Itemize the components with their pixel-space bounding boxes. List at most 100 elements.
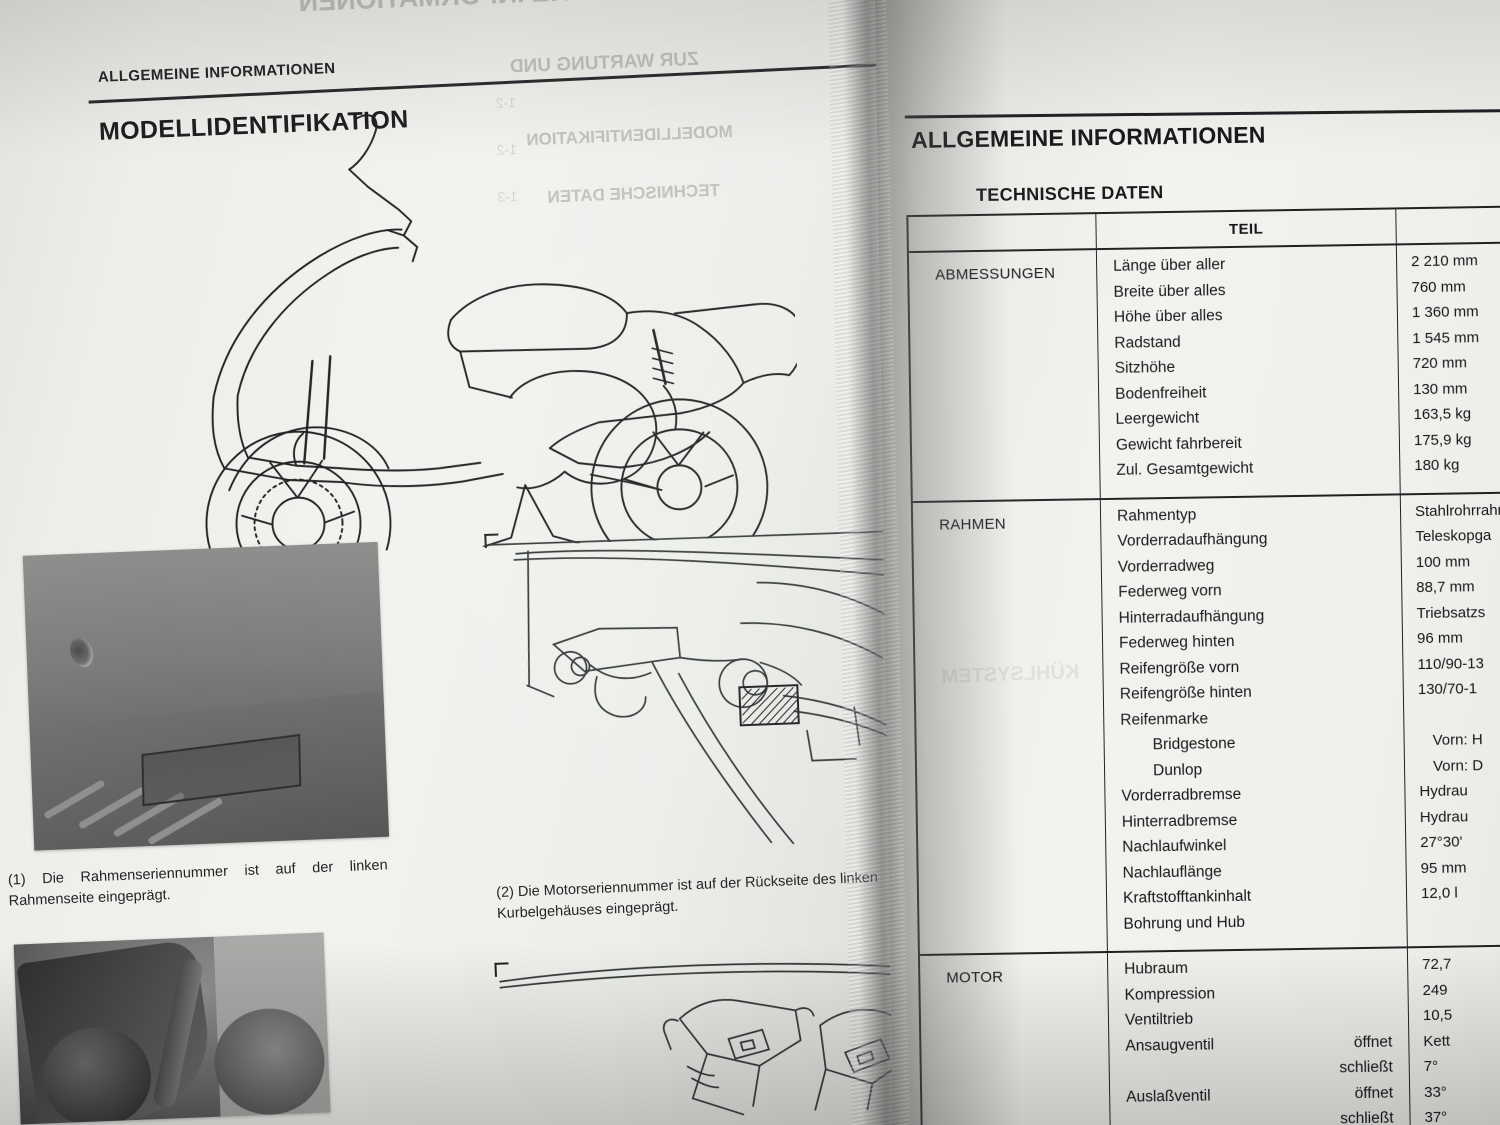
table-item-label: Hinterradaufhängung: [1118, 607, 1265, 627]
table-item-label: Reifenmarke: [1120, 709, 1209, 729]
table-item-label: Kraftstofftankinhalt: [1122, 887, 1252, 907]
table-item-label: Auslaßventil: [1126, 1086, 1211, 1106]
table-row: Bohrung und Hub: [1107, 911, 1406, 941]
table-item-label: Bridgestone: [1152, 735, 1236, 754]
table-value: 180 kg: [1414, 456, 1460, 475]
table-item-label: Kompression: [1124, 984, 1216, 1004]
scooter-line-drawing: [205, 114, 804, 561]
table-group-values: 2 210 mm 760 mm 1 360 mm 1 545 mm 720 mm 130 …: [1397, 243, 1500, 493]
table-value: Kett: [1423, 1032, 1451, 1050]
table-item-label: Hinterradbremse: [1121, 811, 1238, 831]
table-value: 760 mm: [1411, 277, 1466, 296]
table-value: Vorn: H: [1432, 731, 1483, 749]
table-value: Hydrau: [1419, 782, 1468, 801]
table-item-label: Länge über aller: [1113, 256, 1226, 275]
table-item-label: Nachlauflänge: [1122, 862, 1222, 882]
left-page: 1. ALLGEMEINE INFORMATIONEN ZUR WARTUNG …: [0, 0, 932, 1125]
left-page-header: ALLGEMEINE INFORMATIONEN: [97, 59, 336, 86]
table-item-label: Rahmentyp: [1116, 506, 1197, 525]
table-value: 1 545 mm: [1412, 328, 1480, 347]
table-value: 720 mm: [1412, 354, 1468, 373]
table-group-category: MOTOR: [919, 953, 1114, 1125]
table-item-label: Nachlaufwinkel: [1122, 837, 1227, 856]
table-value: 33°: [1424, 1083, 1447, 1101]
table-item-label: Federweg vorn: [1118, 582, 1222, 601]
table-value: 88,7 mm: [1416, 578, 1475, 597]
caption-engine-serial: (2) Die Motorseriennummer ist auf der Rü…: [495, 869, 879, 922]
table-value: 163,5 kg: [1413, 405, 1472, 424]
header-item-cell: TEIL: [1096, 209, 1397, 249]
table-value: 100 mm: [1415, 552, 1471, 571]
header-item-label: TEIL: [1228, 220, 1264, 238]
table-item-sublabel: schließt: [1340, 1109, 1394, 1125]
table-group-category: RAHMEN: [912, 499, 1108, 954]
table-item-label: Reifengröße vorn: [1119, 658, 1240, 678]
table-value: 130/70-1: [1417, 680, 1478, 699]
table-item-label: Vorderradweg: [1117, 556, 1215, 576]
table-group-category: ABMESSUNGEN: [908, 250, 1101, 501]
table-value: Vorn: D: [1432, 756, 1484, 775]
table-item-label: Bodenfreiheit: [1115, 383, 1207, 403]
table-value: 27°30': [1420, 833, 1463, 852]
table-item-label: Ansaugventil: [1125, 1035, 1215, 1055]
table-item-label: Federweg hinten: [1118, 633, 1235, 652]
engine-serial-line-drawing: [484, 521, 919, 857]
table-value: 12,0 l: [1420, 884, 1458, 903]
rear-detail-line-drawing: [494, 950, 923, 1116]
right-page-title: ALLGEMEINE INFORMATIONEN: [910, 121, 1266, 154]
table-value: 1 360 mm: [1411, 303, 1479, 322]
table-value: 130 mm: [1412, 379, 1468, 398]
spec-table-heading: TECHNISCHE DATEN: [975, 182, 1164, 206]
photo-engine-assembly: [13, 932, 331, 1125]
header-value-cell: [1396, 207, 1500, 244]
table-value: 96 mm: [1416, 629, 1463, 648]
table-item-label: [1110, 1114, 1131, 1125]
table-value: 10,5: [1422, 1006, 1453, 1025]
right-page: ALLGEMEINE INFORMATIONEN TECHNISCHE DATE…: [874, 0, 1500, 1125]
table-item-label: Zul. Gesamtgewicht: [1116, 459, 1254, 479]
right-page-top-rule: [904, 108, 1500, 119]
table-item-sublabel: öffnet: [1354, 1084, 1394, 1102]
table-item-label: Vorderradaufhängung: [1117, 530, 1268, 550]
table-item-label: Reifengröße hinten: [1119, 683, 1252, 703]
caption-frame-serial: (1) Die Rahmenseriennummer ist auf der l…: [7, 857, 388, 910]
table-value: 95 mm: [1420, 858, 1467, 877]
table-item-label: Sitzhöhe: [1114, 358, 1176, 377]
table-item-label: Hubraum: [1124, 959, 1189, 978]
table-value: 7°: [1423, 1057, 1439, 1076]
table-value: 110/90-13: [1417, 654, 1485, 673]
table-item-label: Breite über alles: [1113, 281, 1226, 301]
table-row: Zul. Gesamtgewicht: [1100, 457, 1399, 487]
table-value: 249: [1422, 981, 1448, 999]
table-value: Stahlrohrrahm: [1414, 501, 1500, 520]
table-value: 175,9 kg: [1413, 430, 1472, 449]
table-item-label: Höhe über alles: [1113, 307, 1223, 326]
table-item-label: Bohrung und Hub: [1123, 913, 1246, 933]
table-item-sublabel: öffnet: [1353, 1033, 1393, 1051]
table-value: Triebsatzs: [1416, 603, 1486, 622]
table-value: Teleskopga: [1415, 526, 1492, 546]
header-category-cell: [908, 214, 1097, 252]
table-value: 72,7: [1422, 955, 1452, 974]
table-item-label: Ventiltrieb: [1124, 1010, 1194, 1029]
table-item-label: [1110, 1063, 1131, 1081]
table-item-label: Vorderradbremse: [1121, 785, 1242, 805]
table-item-label: Dunlop: [1152, 761, 1203, 779]
table-item-label: Leergewicht: [1115, 409, 1200, 428]
table-item-sublabel: schließt: [1339, 1058, 1393, 1077]
table-item-label: Radstand: [1114, 333, 1181, 352]
table-value: 2 210 mm: [1410, 252, 1478, 271]
showthrough-chapter-title: 1. ALLGEMEINE INFORMATIONEN: [298, 0, 738, 18]
photo-frame-serial-number: [22, 541, 390, 851]
table-value: 37°: [1424, 1108, 1448, 1125]
